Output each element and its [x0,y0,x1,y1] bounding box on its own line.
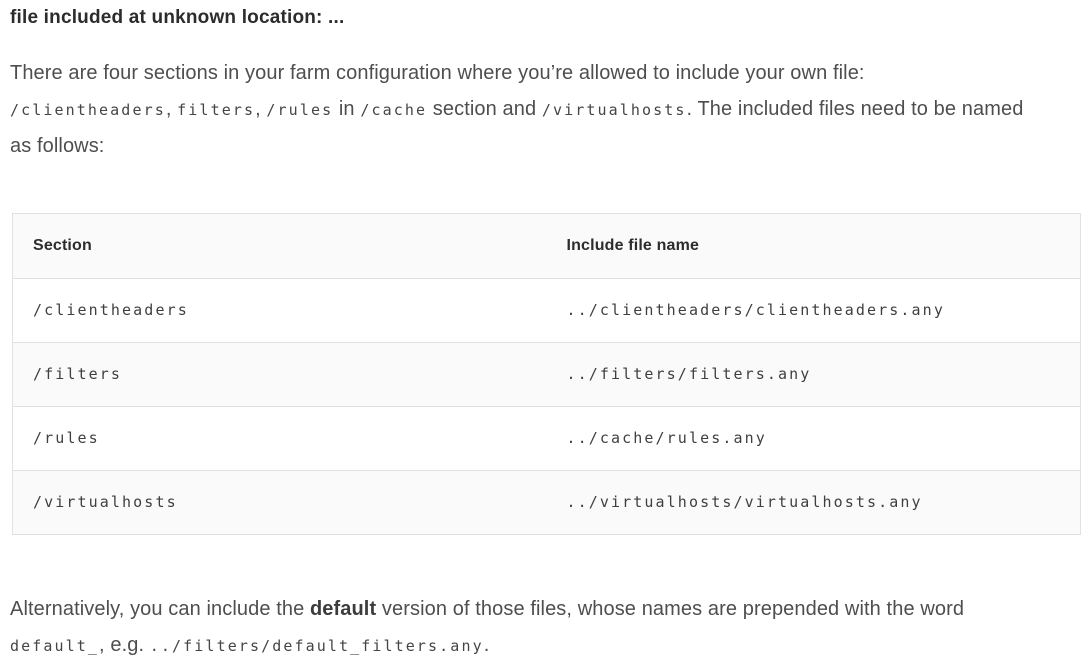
outro-text-3: , e.g. [99,634,150,656]
intro-sep-1: , [165,98,178,120]
section-code: /clientheaders [33,301,189,319]
table-row: /rules ../cache/rules.any [12,406,1081,471]
section-code: /filters [33,365,123,383]
outro-text-2: version of those files, whose names are … [376,598,965,620]
outro-bold-default: default [309,598,377,620]
intro-paragraph: There are four sections in your farm con… [10,55,1083,164]
section-cell: /virtualhosts [12,470,547,535]
inline-code-clientheaders: /clientheaders [10,101,166,119]
include-files-table: Section Include file name /clientheaders… [12,213,1081,535]
column-header-include-file-name: Include file name [546,213,1081,279]
file-code: ../cache/rules.any [566,429,767,447]
section-cell: /filters [12,342,547,407]
table-head: Section Include file name [12,213,1081,279]
table-header-row: Section Include file name [12,213,1081,279]
outro-text-1: Alternatively, you can include the [10,598,310,620]
page-title: file included at unknown location: ... [10,7,345,28]
intro-text-3: section and [427,98,542,120]
outro-text-4: . [483,634,490,656]
intro-text-2: in [333,98,361,120]
intro-text-1: There are four sections in your farm con… [10,62,865,84]
column-header-section: Section [12,213,547,279]
inline-code-virtualhosts: /virtualhosts [541,101,687,119]
outro-paragraph: Alternatively, you can include the defau… [10,591,1083,664]
file-cell: ../filters/filters.any [546,342,1081,407]
table-body: /clientheaders ../clientheaders/clienthe… [12,278,1081,535]
file-code: ../clientheaders/clientheaders.any [566,301,945,319]
section-cell: /clientheaders [12,278,547,343]
inline-code-cache: /cache [360,101,428,119]
section-cell: /rules [12,406,547,471]
inline-code-filters: filters [177,101,256,119]
table-row: /filters ../filters/filters.any [12,342,1081,407]
file-cell: ../cache/rules.any [546,406,1081,471]
file-cell: ../clientheaders/clientheaders.any [546,278,1081,343]
file-cell: ../virtualhosts/virtualhosts.any [546,470,1081,535]
inline-code-default-prefix: default_ [10,637,100,655]
inline-code-rules: /rules [266,101,334,119]
file-code: ../virtualhosts/virtualhosts.any [566,493,923,511]
file-code: ../filters/filters.any [566,365,812,383]
intro-text-4: . The included files need to be named [686,98,1024,120]
table-row: /clientheaders ../clientheaders/clienthe… [12,278,1081,343]
inline-code-default-filters-path: ../filters/default_filters.any [149,637,484,655]
intro-text-5: as follows: [10,135,105,157]
section-code: /virtualhosts [33,493,178,511]
section-code: /rules [33,429,100,447]
table-row: /virtualhosts ../virtualhosts/virtualhos… [12,470,1081,535]
intro-sep-2: , [255,98,267,120]
